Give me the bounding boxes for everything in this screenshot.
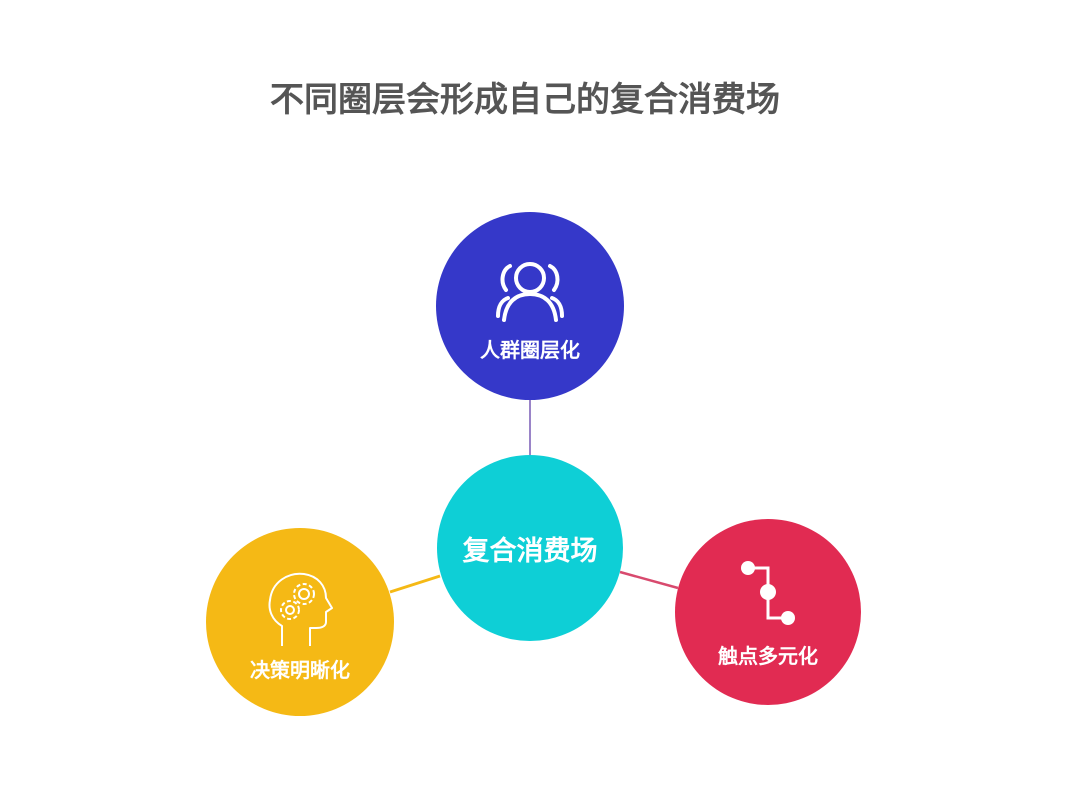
- node-label: 人群圈层化: [480, 337, 580, 362]
- touchpoint-path-icon: [741, 560, 795, 625]
- node-audience-segmentation: 人群圈层化: [436, 212, 624, 400]
- node-label: 触点多元化: [718, 643, 818, 668]
- node-label: 决策明晰化: [250, 657, 350, 682]
- node-diversified-touchpoints: 触点多元化: [675, 519, 861, 705]
- people-group-icon: [496, 261, 564, 322]
- head-gears-icon: [268, 572, 333, 646]
- link-left: [389, 574, 441, 594]
- node-composite-consumption-field: 复合消费场: [437, 455, 623, 641]
- node-decision-clarity: 决策明晰化: [206, 528, 394, 716]
- link-right: [619, 570, 679, 590]
- center-label: 复合消费场: [462, 535, 598, 567]
- page-title: 不同圈层会形成自己的复合消费场: [270, 80, 780, 120]
